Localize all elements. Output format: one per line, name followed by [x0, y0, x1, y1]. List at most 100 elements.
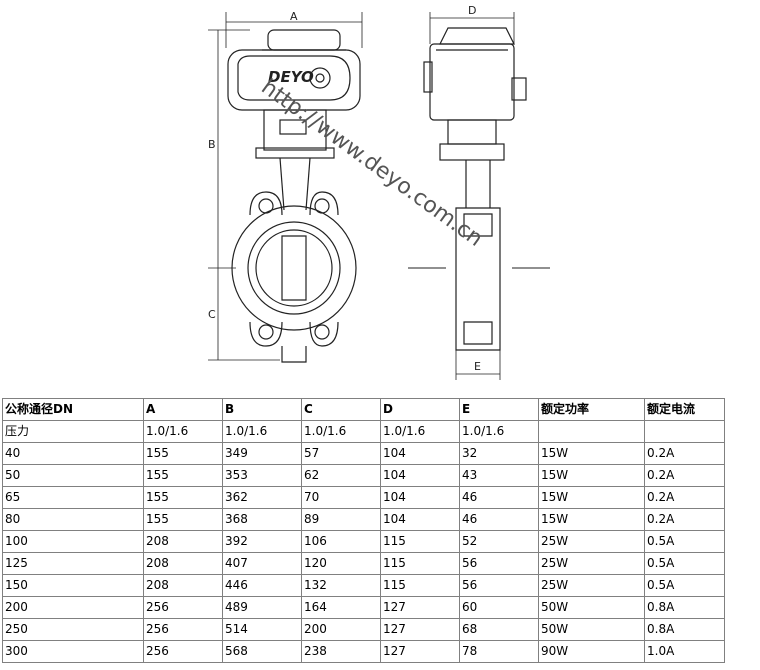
table-cell: 50	[2, 464, 144, 487]
table-cell: 155	[143, 464, 223, 487]
table-cell: 353	[222, 464, 302, 487]
table-cell: 568	[222, 640, 302, 663]
table-cell: 115	[380, 530, 460, 553]
table-cell: 392	[222, 530, 302, 553]
table-cell: 56	[459, 552, 539, 575]
table-cell: 1.0/1.6	[380, 420, 460, 443]
table-cell: 1.0/1.6	[222, 420, 302, 443]
table-cell: 208	[143, 574, 223, 597]
table-cell: 127	[380, 640, 460, 663]
table-cell: 208	[143, 530, 223, 553]
table-cell: 250	[2, 618, 144, 641]
table-cell: 407	[222, 552, 302, 575]
table-cell: 127	[380, 596, 460, 619]
table-cell: C	[301, 398, 381, 421]
table-cell: 106	[301, 530, 381, 553]
table-cell: 1.0A	[644, 640, 725, 663]
table-cell: 50W	[538, 618, 645, 641]
dim-label-e: E	[474, 360, 481, 373]
table-cell: 446	[222, 574, 302, 597]
table-cell: 25W	[538, 552, 645, 575]
table-cell: 104	[380, 508, 460, 531]
table-cell: 0.5A	[644, 530, 725, 553]
dim-label-b: B	[208, 138, 216, 151]
table-cell: 115	[380, 552, 460, 575]
table-cell: 1.0/1.6	[459, 420, 539, 443]
table-cell: 额定电流	[644, 398, 725, 421]
table-cell: 80	[2, 508, 144, 531]
table-cell: B	[222, 398, 302, 421]
table-cell: 0.8A	[644, 618, 725, 641]
table-cell: 104	[380, 442, 460, 465]
table-cell: 256	[143, 618, 223, 641]
table-cell: 46	[459, 486, 539, 509]
watermark-text: http://www.deyo.com.cn	[256, 75, 487, 252]
table-cell: 300	[2, 640, 144, 663]
table-cell: 256	[143, 640, 223, 663]
table-cell: 50W	[538, 596, 645, 619]
table-cell: 155	[143, 442, 223, 465]
table-cell: 15W	[538, 486, 645, 509]
table-cell: 60	[459, 596, 539, 619]
table-cell: 0.2A	[644, 486, 725, 509]
brand-logo: DEYO	[268, 68, 314, 86]
table-cell: 1.0/1.6	[143, 420, 223, 443]
table-cell: 15W	[538, 508, 645, 531]
table-cell	[538, 420, 645, 443]
table-cell: 46	[459, 508, 539, 531]
table-cell: 78	[459, 640, 539, 663]
table-cell: D	[380, 398, 460, 421]
table-cell: 0.8A	[644, 596, 725, 619]
table-cell: 0.5A	[644, 574, 725, 597]
table-cell: 208	[143, 552, 223, 575]
table-cell: 15W	[538, 464, 645, 487]
table-cell: 89	[301, 508, 381, 531]
table-cell: 压力	[2, 420, 144, 443]
table-cell: 0.5A	[644, 552, 725, 575]
table-cell: 52	[459, 530, 539, 553]
table-cell: 489	[222, 596, 302, 619]
table-cell: 125	[2, 552, 144, 575]
table-cell: 200	[301, 618, 381, 641]
dim-label-d: D	[468, 4, 476, 17]
table-cell: 1.0/1.6	[301, 420, 381, 443]
table-cell: 115	[380, 574, 460, 597]
table-cell: 56	[459, 574, 539, 597]
table-cell: 164	[301, 596, 381, 619]
table-cell	[644, 420, 725, 443]
table-cell: 127	[380, 618, 460, 641]
table-cell: 256	[143, 596, 223, 619]
table-cell: 104	[380, 464, 460, 487]
table-cell: 25W	[538, 574, 645, 597]
table-cell: 68	[459, 618, 539, 641]
table-cell: 57	[301, 442, 381, 465]
table-cell: 0.2A	[644, 508, 725, 531]
table-cell: 120	[301, 552, 381, 575]
table-cell: 15W	[538, 442, 645, 465]
table-cell: 43	[459, 464, 539, 487]
dim-label-c: C	[208, 308, 216, 321]
table-cell: 32	[459, 442, 539, 465]
dim-label-a: A	[290, 10, 298, 23]
table-cell: 200	[2, 596, 144, 619]
table-cell: 公称通径DN	[2, 398, 144, 421]
table-cell: 0.2A	[644, 464, 725, 487]
table-cell: 0.2A	[644, 442, 725, 465]
table-cell: 65	[2, 486, 144, 509]
table-cell: 238	[301, 640, 381, 663]
table-cell: 132	[301, 574, 381, 597]
table-cell: 40	[2, 442, 144, 465]
table-cell: A	[143, 398, 223, 421]
